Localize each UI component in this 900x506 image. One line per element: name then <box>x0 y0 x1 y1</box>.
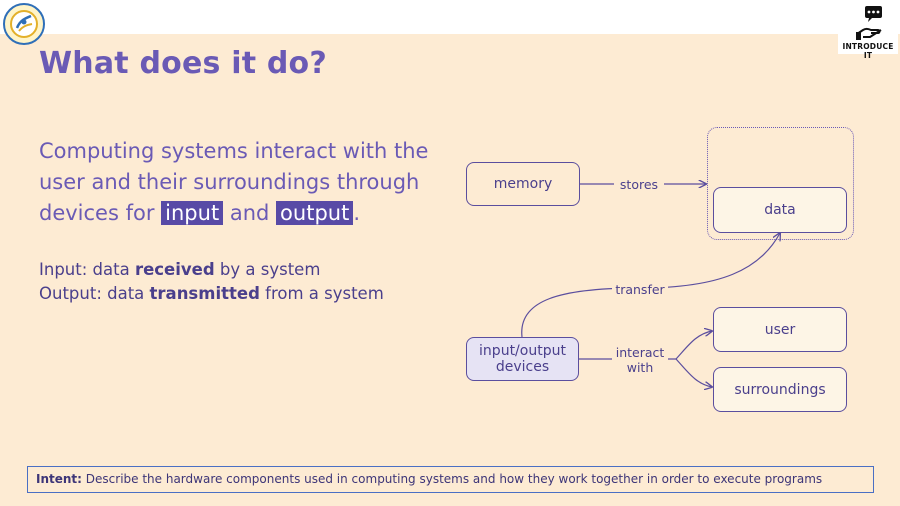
school-logo <box>3 3 45 45</box>
intro-text-start: Computing systems interact with the user… <box>39 139 429 225</box>
surroundings-node: surroundings <box>713 367 847 412</box>
interact-line-2: with <box>626 360 654 375</box>
data-node: data <box>713 187 847 233</box>
introduce-it-badge: INTRODUCE IT <box>838 2 898 60</box>
user-label: user <box>764 321 796 338</box>
stores-label: stores <box>614 177 664 192</box>
data-label: data <box>764 202 796 218</box>
intent-label: Intent: <box>36 472 82 486</box>
memory-label: memory <box>493 176 553 192</box>
intro-text-end: . <box>353 201 360 225</box>
user-arrow <box>675 331 712 360</box>
transfer-label: transfer <box>612 282 668 297</box>
input-definition: Input: data received by a system <box>39 260 320 279</box>
input-def-keyword: received <box>134 260 215 279</box>
intent-text: Describe the hardware components used in… <box>81 472 823 486</box>
hand-speech-icon <box>856 6 882 40</box>
page-title: What does it do? <box>39 46 327 81</box>
intro-text-and: and <box>223 201 277 225</box>
input-def-prefix: Input: data <box>39 260 135 279</box>
surroundings-label: surroundings <box>734 381 826 398</box>
output-chip: output <box>276 201 354 225</box>
input-def-suffix: by a system <box>214 260 321 279</box>
output-def-prefix: Output: data <box>39 284 150 303</box>
output-def-suffix: from a system <box>259 284 384 303</box>
surroundings-arrow <box>675 358 712 387</box>
brand-label: INTRODUCE IT <box>842 42 894 60</box>
intro-text: Computing systems interact with the user… <box>39 136 439 229</box>
output-definition: Output: data transmitted from a system <box>39 284 384 303</box>
definitions: Input: data received by a system Output:… <box>39 258 384 306</box>
output-def-keyword: transmitted <box>149 284 260 303</box>
intent-box: Intent: Describe the hardware components… <box>27 466 874 493</box>
input-chip: input <box>161 201 224 225</box>
user-node: user <box>713 307 847 352</box>
io-line-1: input/output <box>479 343 566 359</box>
top-bar <box>0 0 900 34</box>
memory-node: memory <box>466 162 580 206</box>
interact-line-1: interact <box>615 345 665 360</box>
io-line-2: devices <box>495 359 550 375</box>
